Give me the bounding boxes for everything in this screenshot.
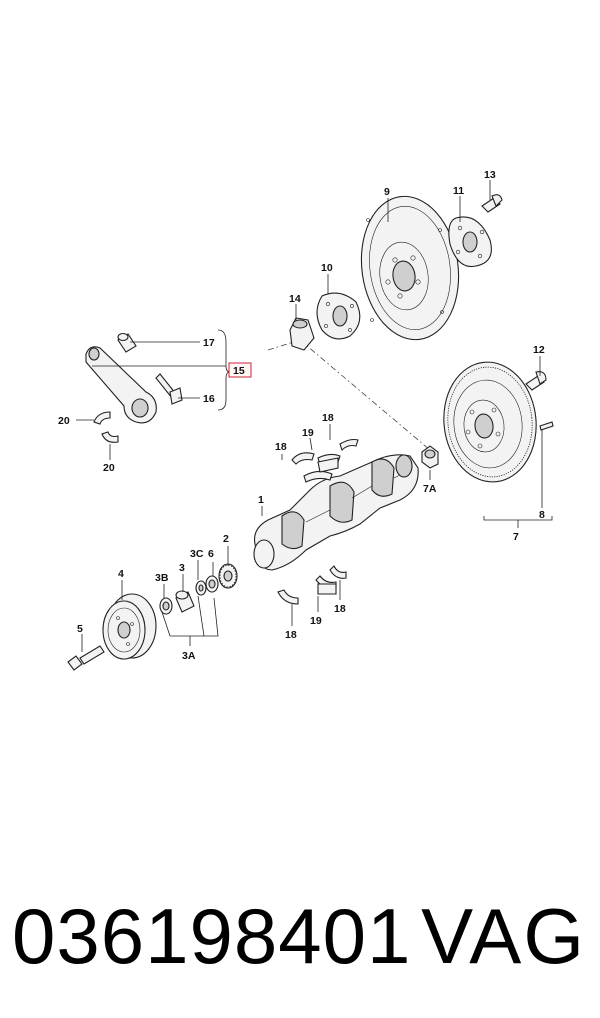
leader-lines (76, 180, 553, 652)
crank-sprocket-part-2[interactable] (218, 563, 238, 589)
callout-16[interactable]: 16 (203, 393, 215, 405)
part-number: 036198401 (12, 892, 412, 980)
washer-part-6[interactable] (205, 575, 219, 593)
callout-19-upper[interactable]: 19 (302, 427, 314, 439)
rod-bolt-part-16[interactable] (155, 373, 183, 405)
sleeve-part-3[interactable] (175, 590, 195, 613)
rod-bearing-shells-part-20[interactable] (93, 411, 119, 443)
needle-bearing-part-7a[interactable] (421, 445, 439, 469)
callout-3a[interactable]: 3A (182, 650, 196, 662)
flywheel-ring-gear-part-7[interactable] (438, 358, 542, 487)
main-bearing-shells-upper[interactable] (291, 438, 359, 483)
callout-18-lower-right[interactable]: 18 (334, 603, 346, 615)
bushing-part-14[interactable] (289, 317, 315, 351)
callout-10[interactable]: 10 (321, 262, 333, 274)
callout-13[interactable]: 13 (484, 169, 496, 181)
callout-4[interactable]: 4 (118, 568, 124, 580)
brand-label: VAG (421, 892, 586, 980)
callout-3c[interactable]: 3C (190, 548, 204, 560)
crankshaft-part-1[interactable] (253, 454, 419, 571)
callout-2[interactable]: 2 (223, 533, 229, 545)
callout-19-lower[interactable]: 19 (310, 615, 322, 627)
callout-18-upper-left[interactable]: 18 (275, 441, 287, 453)
ring-part-3b[interactable] (159, 597, 173, 615)
callout-7[interactable]: 7 (513, 531, 519, 543)
callout-8[interactable]: 8 (539, 509, 545, 521)
callout-14[interactable]: 14 (289, 293, 301, 305)
footer: 036198401 VAG (0, 888, 600, 988)
callout-11[interactable]: 11 (453, 185, 464, 197)
callout-3[interactable]: 3 (179, 562, 185, 574)
assembly-dashed-line (267, 339, 431, 451)
callout-18-upper-right[interactable]: 18 (322, 412, 334, 424)
callout-1[interactable]: 1 (258, 494, 264, 506)
bolt-part-13[interactable] (481, 194, 503, 213)
highlight-box-part-15 (228, 362, 252, 378)
callout-9[interactable]: 9 (384, 186, 390, 198)
callout-20-bottom[interactable]: 20 (103, 462, 115, 474)
vibration-damper-pulley-part-4[interactable] (102, 593, 157, 660)
callout-20-left[interactable]: 20 (58, 415, 70, 427)
pulley-bolt-part-5[interactable] (67, 645, 105, 671)
key-part-3c[interactable] (195, 580, 207, 596)
callout-17[interactable]: 17 (203, 337, 215, 349)
plate-part-10[interactable] (316, 292, 361, 340)
callout-labels: 9 11 13 10 14 12 8 7A 7 1 2 6 3C 3 3B 4 … (58, 169, 545, 662)
callout-7a[interactable]: 7A (423, 483, 437, 495)
backing-plate-part-11[interactable] (448, 216, 492, 268)
callout-6[interactable]: 6 (208, 548, 214, 560)
flywheel-plate-part-9[interactable] (352, 190, 467, 346)
bushing-part-17[interactable] (117, 332, 137, 353)
callout-3b[interactable]: 3B (155, 572, 169, 584)
callout-5[interactable]: 5 (77, 623, 83, 635)
callout-18-lower-left[interactable]: 18 (285, 629, 297, 641)
bolt-part-12[interactable] (525, 371, 547, 391)
connecting-rod-part-15[interactable] (85, 346, 157, 424)
main-bearing-shells-lower[interactable] (277, 565, 347, 605)
callout-12[interactable]: 12 (533, 344, 545, 356)
dowel-pin-part-8[interactable] (539, 421, 554, 431)
callout-15[interactable]: 15 (233, 365, 245, 377)
